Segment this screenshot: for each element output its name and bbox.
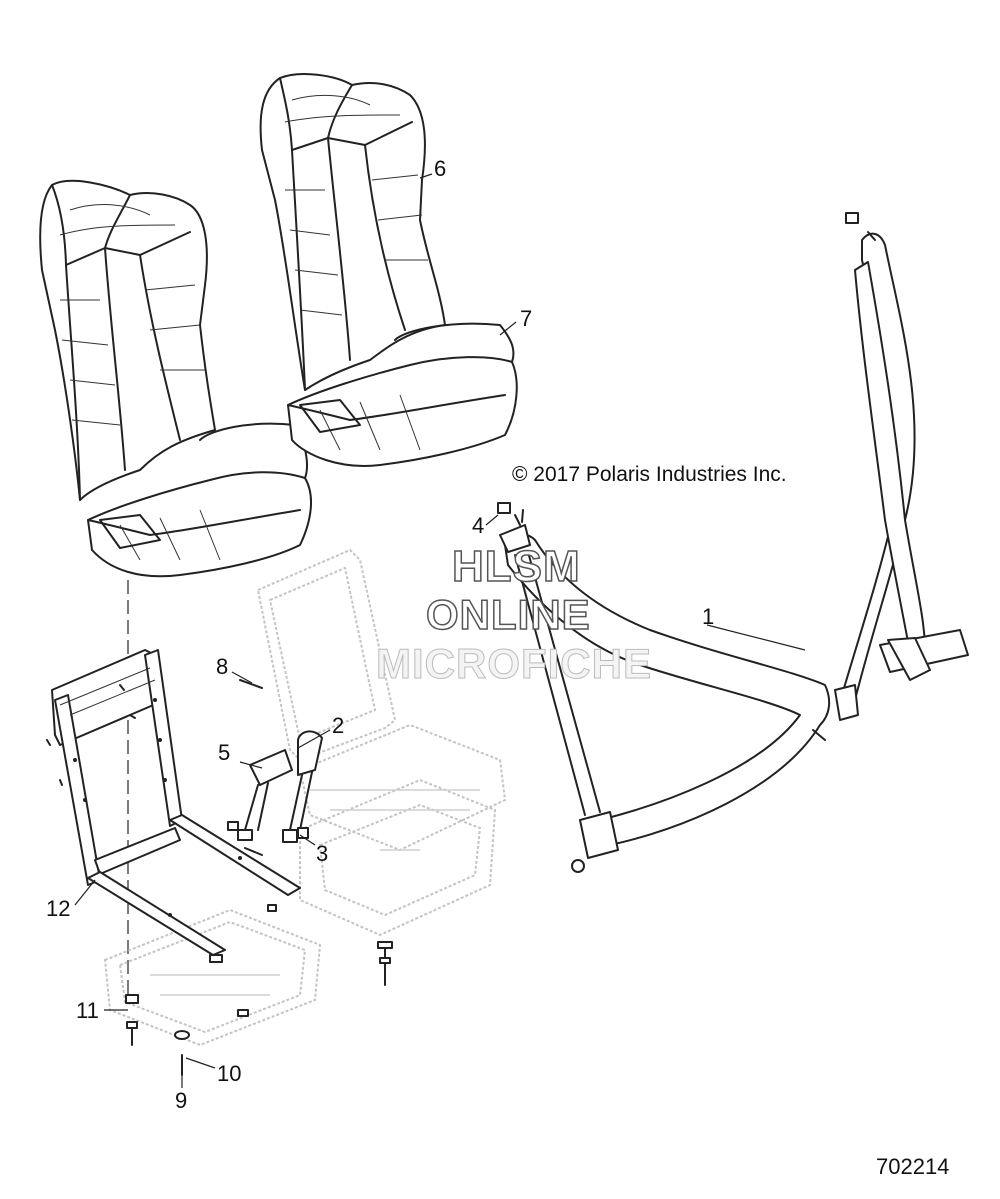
figure-number: 702214	[876, 1154, 950, 1179]
callout-9: 9	[175, 1088, 188, 1113]
callout-11: 11	[76, 998, 99, 1023]
seat-right	[259, 73, 518, 467]
callout-2: 2	[332, 713, 345, 738]
callout-4: 4	[472, 513, 485, 538]
callout-8: 8	[216, 654, 229, 679]
seatbelt-right	[834, 212, 969, 721]
seatbelt-buckles	[227, 730, 323, 856]
leader-lines	[74, 173, 806, 1088]
callout-6: 6	[434, 156, 447, 181]
ghost-seat-frame-right	[256, 548, 507, 937]
callout-1: 1	[702, 604, 715, 629]
seat-left	[39, 179, 312, 578]
callout-12: 12	[46, 896, 71, 921]
watermark-line-1: HLSM	[451, 541, 581, 592]
hardware	[46, 679, 393, 1076]
watermark-line-3: MICROFICHE	[376, 640, 652, 688]
callout-3: 3	[316, 841, 329, 866]
callout-10: 10	[217, 1061, 242, 1086]
copyright-notice: © 2017 Polaris Industries Inc.	[512, 463, 787, 486]
seat-frame	[51, 649, 301, 956]
seatbelt-center	[497, 502, 831, 873]
callout-5: 5	[218, 740, 231, 765]
watermark-line-2: ONLINE	[425, 590, 591, 639]
callout-7: 7	[520, 306, 533, 331]
